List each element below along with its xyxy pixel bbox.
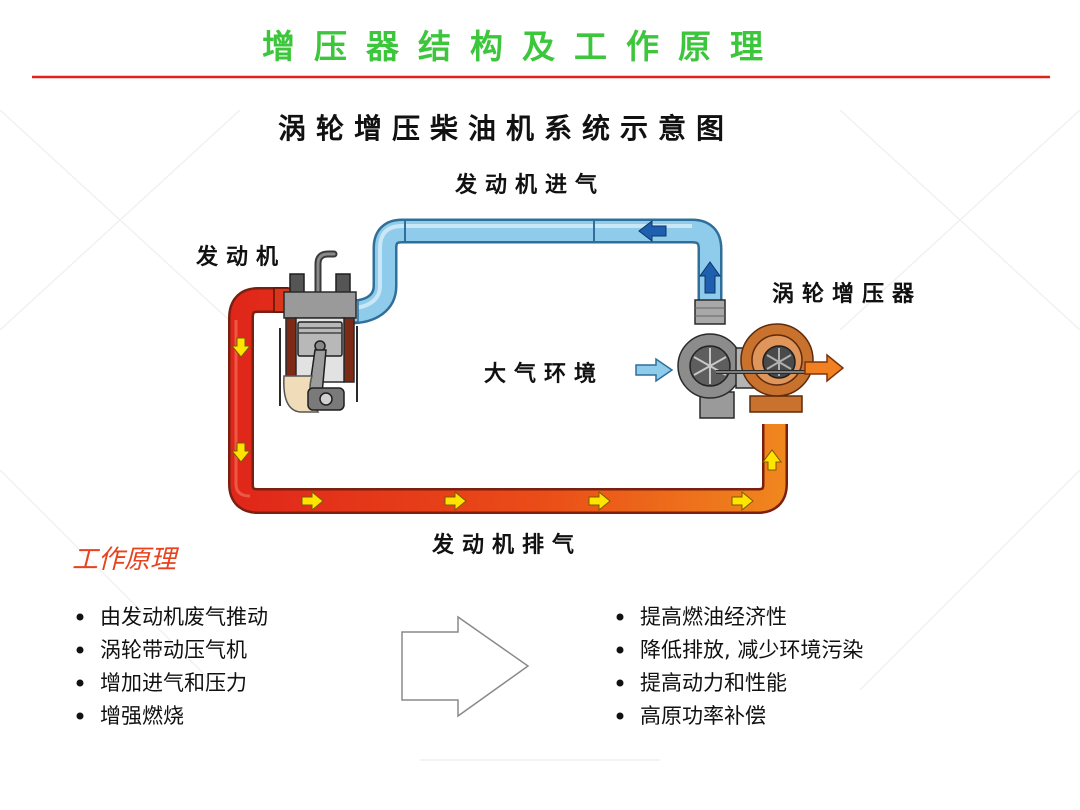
benefit-item: 高原功率补偿	[640, 704, 766, 728]
watermark-pattern	[0, 109, 1080, 761]
engine-label: 发动机	[195, 244, 286, 270]
turbocharger-label: 涡轮增压器	[772, 281, 922, 307]
intake-label: 发动机进气	[454, 172, 605, 198]
principle-heading: 工作原理	[72, 545, 180, 575]
cause-item: 增加进气和压力	[100, 671, 247, 695]
atmosphere-label: 大气环境	[484, 361, 604, 387]
exhaust-flow-arrow-right	[731, 490, 754, 512]
intake-pipe	[349, 218, 723, 325]
exhaust-flow-arrow-down	[230, 337, 252, 358]
exhaust-flow-arrow-right	[301, 490, 324, 512]
exhaust-flow-arrow-up	[762, 449, 782, 471]
exhaust-label: 发动机排气	[431, 532, 582, 558]
exhaust-pipe	[228, 287, 788, 514]
intake-flow-arrow-left	[638, 219, 667, 243]
bullet-dot	[616, 646, 624, 654]
slide-title: 增压器结构及工作原理	[262, 27, 782, 66]
diagram-title: 涡轮增压柴油机系统示意图	[278, 112, 734, 145]
bullet-dot	[76, 646, 84, 654]
benefits-list: 提高燃油经济性 降低排放, 减少环境污染 提高动力和性能 高原功率补偿	[616, 605, 863, 728]
transition-arrow	[401, 615, 530, 718]
turbocharger-illustration	[677, 299, 814, 419]
bullet-dot	[616, 613, 624, 621]
bullet-dot	[616, 679, 624, 687]
engine-illustration	[273, 250, 359, 413]
benefit-item: 降低排放, 减少环境污染	[640, 638, 863, 662]
cause-item: 由发动机废气推动	[100, 605, 268, 629]
benefit-item: 提高动力和性能	[640, 671, 787, 695]
bullet-dot	[76, 679, 84, 687]
intake-flow-arrow-up	[699, 261, 721, 294]
cause-item: 增强燃烧	[100, 704, 184, 728]
benefit-item: 提高燃油经济性	[640, 605, 787, 629]
exhaust-flow-arrow-right	[588, 490, 611, 512]
exhaust-outflow-arrow	[804, 353, 845, 383]
exhaust-flow-arrow-right	[444, 490, 467, 512]
bullet-dot	[616, 712, 624, 720]
exhaust-flow-arrow-down	[230, 442, 252, 463]
cause-item: 涡轮带动压气机	[100, 638, 247, 662]
compressor-inlet	[694, 299, 726, 325]
bullet-dot	[76, 613, 84, 621]
causes-list: 由发动机废气推动 涡轮带动压气机 增加进气和压力 增强燃烧	[76, 605, 268, 728]
atmosphere-inflow-arrow	[635, 357, 674, 383]
bullet-dot	[76, 712, 84, 720]
